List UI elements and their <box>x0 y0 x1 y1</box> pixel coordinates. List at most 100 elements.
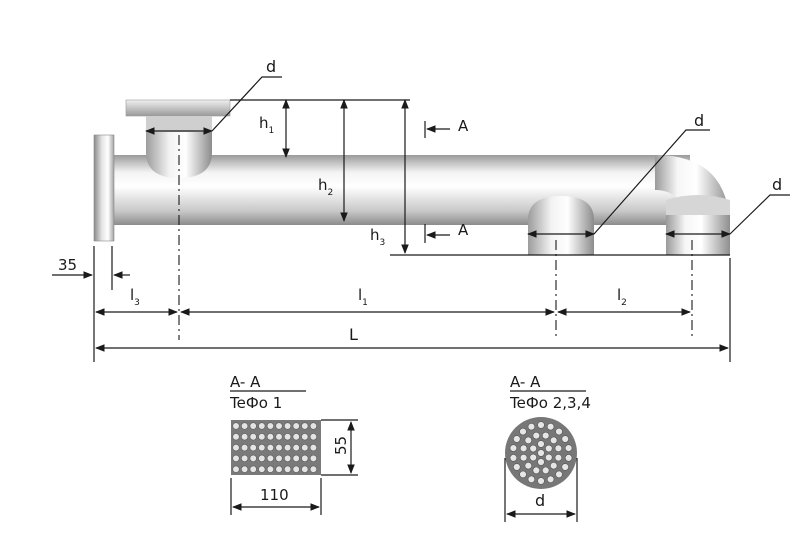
perforation-hole <box>241 454 249 463</box>
perforation-hole <box>541 431 550 440</box>
perforation-hole <box>301 444 309 452</box>
perforation-hole <box>519 427 527 436</box>
perforation-hole <box>537 458 545 466</box>
perforation-hole <box>301 454 309 463</box>
perforation-hole <box>309 444 318 452</box>
section-markers <box>424 121 450 243</box>
section-2-subtitle: TeФo 2,3,4 <box>509 394 591 412</box>
perforation-hole <box>292 444 300 452</box>
perforation-hole <box>301 433 309 441</box>
perforation-hole <box>529 444 537 453</box>
diameter-leaders <box>145 76 790 238</box>
section-a-top-label: A <box>458 117 469 135</box>
perforation-hole <box>555 470 563 479</box>
perforation-hole <box>527 475 536 483</box>
perforation-hole <box>519 454 528 462</box>
perforation-hole <box>564 454 573 462</box>
perforation-hole <box>509 454 518 462</box>
perforation-hole <box>545 453 553 462</box>
perforation-hole <box>284 422 292 430</box>
perforation-hole <box>284 465 292 473</box>
perforation-hole <box>232 465 240 473</box>
section-1-subtitle: TeФo 1 <box>229 394 282 412</box>
perforation-hole <box>232 454 240 463</box>
l1-label: l1 <box>358 286 368 308</box>
perforation-hole <box>301 422 309 430</box>
perforation-hole <box>546 475 555 483</box>
perforation-hole <box>275 454 283 463</box>
h2-label: h2 <box>318 176 333 198</box>
section-2-diameter-label: d <box>535 491 545 510</box>
left-flange <box>93 134 115 242</box>
perforation-hole <box>309 422 318 430</box>
perforation-hole <box>284 454 292 463</box>
flange-offset-label: 35 <box>58 256 77 274</box>
perforation-hole <box>241 433 249 441</box>
l2-label: l2 <box>617 286 627 308</box>
perforation-hole <box>292 465 300 473</box>
perforation-hole <box>549 462 558 470</box>
perforation-hole <box>249 454 257 463</box>
perforation-hole <box>249 465 257 473</box>
section-1-width-value: 110 <box>260 486 289 504</box>
perforation-hole <box>519 470 527 479</box>
perforation-hole <box>258 433 266 441</box>
d-top-label: d <box>266 57 276 76</box>
perforation-hole <box>527 423 536 431</box>
length-dimensions <box>52 246 731 362</box>
perforation-hole <box>275 433 283 441</box>
perforation-hole <box>561 435 569 443</box>
d-right-label: d <box>772 175 782 194</box>
perforation-hole <box>275 422 283 430</box>
perforation-hole <box>564 444 573 452</box>
perforation-hole <box>549 436 558 444</box>
perforation-hole <box>284 433 292 441</box>
h1-label: h1 <box>259 114 274 136</box>
perforation-hole <box>266 444 275 452</box>
h3-label: h3 <box>370 226 385 248</box>
perforation-hole <box>537 440 545 448</box>
perforation-hole <box>554 444 563 452</box>
middle-dome <box>528 196 594 255</box>
section-2-dimensions <box>504 458 578 522</box>
section-1-height-value: 55 <box>332 436 350 455</box>
perforation-hole <box>258 444 266 452</box>
perforation-hole <box>524 436 532 444</box>
perforation-hole <box>258 454 266 463</box>
perforation-hole <box>266 454 275 463</box>
perforation-hole <box>555 427 563 436</box>
perforation-hole <box>292 422 300 430</box>
perforation-hole <box>232 433 240 441</box>
perforation-hole <box>241 465 249 473</box>
perforation-hole <box>309 454 318 463</box>
perforation-hole <box>232 422 240 430</box>
section-2-title: A- A <box>510 373 541 391</box>
L-label: L <box>349 325 358 344</box>
perforation-hole <box>249 444 257 452</box>
perforation-hole <box>509 444 518 452</box>
perforation-hole <box>561 463 569 471</box>
perforation-hole <box>266 433 275 441</box>
perforation-hole <box>284 444 292 452</box>
perforation-hole <box>532 431 540 440</box>
perforation-hole <box>309 433 318 441</box>
perforation-hole <box>309 465 318 473</box>
perforation-hole <box>545 444 553 453</box>
perforation-hole <box>249 433 257 441</box>
perforation-hole <box>266 465 275 473</box>
perforation-hole <box>519 444 528 452</box>
perforation-hole <box>292 454 300 463</box>
perforation-hole <box>537 449 545 457</box>
perforation-hole <box>292 433 300 441</box>
perforation-hole <box>258 465 266 473</box>
section-1-dimensions <box>230 419 358 515</box>
perforation-hole <box>266 422 275 430</box>
section-a-bottom-label: A <box>458 221 469 239</box>
section-2-holes <box>509 421 573 485</box>
perforation-hole <box>275 465 283 473</box>
perforation-hole <box>554 454 563 462</box>
perforation-hole <box>232 444 240 452</box>
perforation-hole <box>546 423 555 431</box>
perforation-hole <box>537 477 545 485</box>
perforation-hole <box>301 465 309 473</box>
